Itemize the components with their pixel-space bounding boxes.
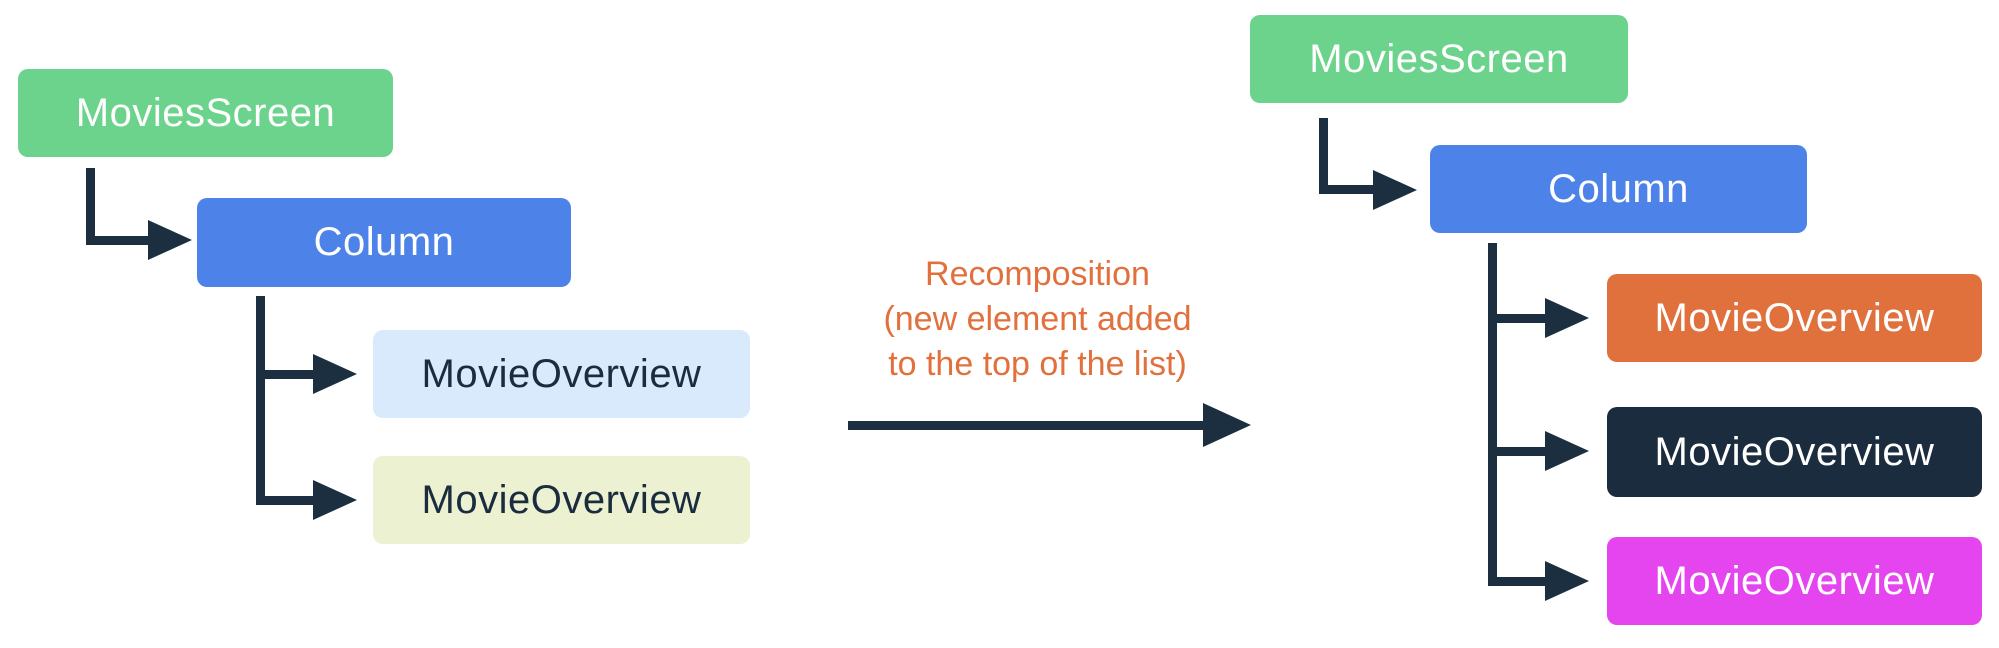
recomposition-arrow-head-icon <box>1203 403 1251 447</box>
left-node-moviesscreen: MoviesScreen <box>18 69 393 157</box>
caption-line-1: Recomposition <box>925 255 1150 293</box>
right-node-movieoverview-1: MovieOverview <box>1607 274 1982 362</box>
left-connector-branch2 <box>256 496 313 505</box>
right-node-moviesscreen: MoviesScreen <box>1250 15 1628 103</box>
left-arrow-to-movieoverview2-icon <box>313 480 357 520</box>
right-arrow-to-column-icon <box>1373 170 1417 210</box>
right-node-movieoverview-2: MovieOverview <box>1607 407 1982 497</box>
left-connector-column-vertical <box>256 296 265 504</box>
left-arrow-to-movieoverview1-icon <box>313 354 357 394</box>
left-connector-moviesscreen-horizontal <box>86 236 148 245</box>
recomposition-arrow-shaft <box>848 421 1203 430</box>
right-node-movieoverview-3: MovieOverview <box>1607 537 1982 625</box>
left-connector-branch1 <box>256 370 313 379</box>
caption-line-2: (new element added <box>883 300 1192 338</box>
right-connector-moviesscreen-vertical <box>1319 118 1328 194</box>
left-arrow-to-column-icon <box>148 220 192 260</box>
right-connector-branch1 <box>1488 314 1545 323</box>
left-connector-moviesscreen-vertical <box>86 168 95 245</box>
recomposition-caption: Recomposition (new element added to the … <box>830 252 1245 387</box>
right-connector-branch2 <box>1488 447 1545 456</box>
caption-line-3: to the top of the list) <box>888 345 1187 383</box>
right-arrow-to-movieoverview1-icon <box>1545 298 1589 338</box>
right-connector-column-vertical <box>1488 243 1497 586</box>
left-node-movieoverview-1: MovieOverview <box>373 330 750 418</box>
right-arrow-to-movieoverview2-icon <box>1545 431 1589 471</box>
right-node-column: Column <box>1430 145 1807 233</box>
right-arrow-to-movieoverview3-icon <box>1545 561 1589 601</box>
left-node-movieoverview-2: MovieOverview <box>373 456 750 544</box>
right-connector-moviesscreen-horizontal <box>1319 185 1373 194</box>
right-connector-branch3 <box>1488 577 1545 586</box>
left-node-column: Column <box>197 198 571 287</box>
